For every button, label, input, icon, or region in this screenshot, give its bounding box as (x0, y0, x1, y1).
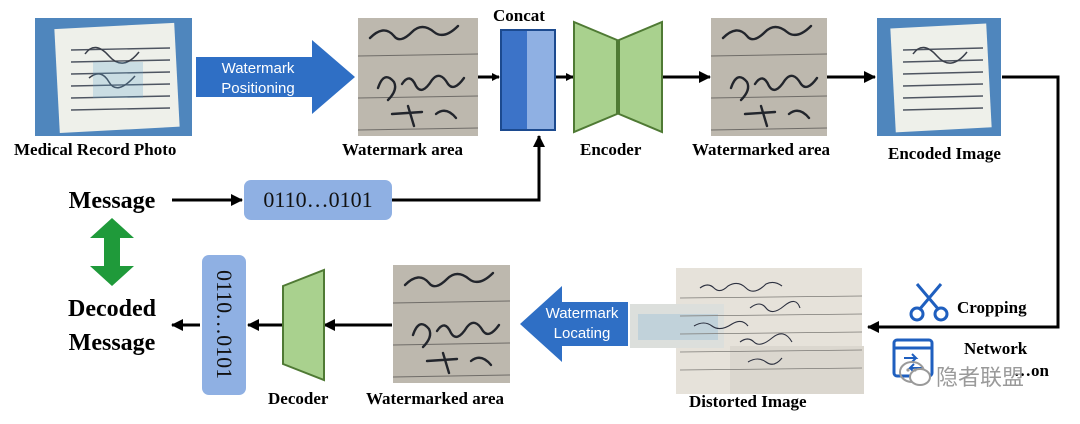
distorted-image-label: Distorted Image (689, 392, 807, 411)
encoder-label: Encoder (580, 140, 642, 159)
arrow-bits-to-concat (392, 135, 545, 202)
decoded-bits-box: 0110…0101 (202, 255, 246, 395)
decoder-shape (282, 268, 325, 382)
encoder-shape (573, 20, 663, 134)
decoder-label: Decoder (268, 389, 329, 408)
watermark-text: 隐者联盟 (936, 366, 1025, 391)
network-label: Network …on (964, 338, 1049, 382)
watermark-positioning-line1: Watermark (221, 60, 295, 77)
cropping-label: Cropping (957, 298, 1027, 317)
arrow-encoded-to-distorted (867, 75, 1060, 333)
watermarked-area-label-bottom: Watermarked area (366, 389, 505, 408)
watermark-area-label: Watermark area (342, 140, 464, 159)
watermark-locating-arrow (520, 286, 628, 362)
encoded-image-label: Encoded Image (888, 144, 1001, 163)
decoded-message-line1: Decoded (68, 296, 156, 322)
scissors-icon (907, 282, 951, 322)
watermark-positioning-arrow (196, 40, 355, 114)
medical-record-photo (35, 18, 192, 136)
wechat-logo-icon (898, 360, 932, 388)
concat-message-part (527, 31, 554, 129)
decoded-message-label: Decoded Message (52, 292, 172, 360)
encoded-image (877, 18, 1001, 136)
watermark-locating-line2: Locating (553, 325, 611, 342)
message-label: Message (68, 188, 156, 214)
watermark-area-image (358, 18, 478, 136)
message-bits-box: 0110…0101 (244, 180, 392, 220)
distorted-image (630, 268, 864, 394)
network-line1: Network (964, 339, 1028, 358)
concat-image-part (502, 31, 527, 129)
watermarked-area-label-top: Watermarked area (692, 140, 831, 159)
watermark-locating-text: Watermark Locating (536, 304, 628, 344)
network-line2: …on (1014, 361, 1049, 380)
decoded-message-line2: Message (68, 330, 156, 356)
watermarked-area-image-bottom (393, 265, 510, 383)
watermark-locating-line1: Watermark (545, 305, 619, 322)
medical-record-photo-label: Medical Record Photo (14, 140, 177, 159)
concat-label: Concat (493, 6, 545, 25)
watermarked-area-image-top (711, 18, 827, 136)
double-arrow (90, 218, 134, 286)
watermark-positioning-text: Watermark Positioning (206, 59, 310, 99)
watermark-positioning-line2: Positioning (221, 80, 295, 97)
concat-block (500, 29, 556, 131)
